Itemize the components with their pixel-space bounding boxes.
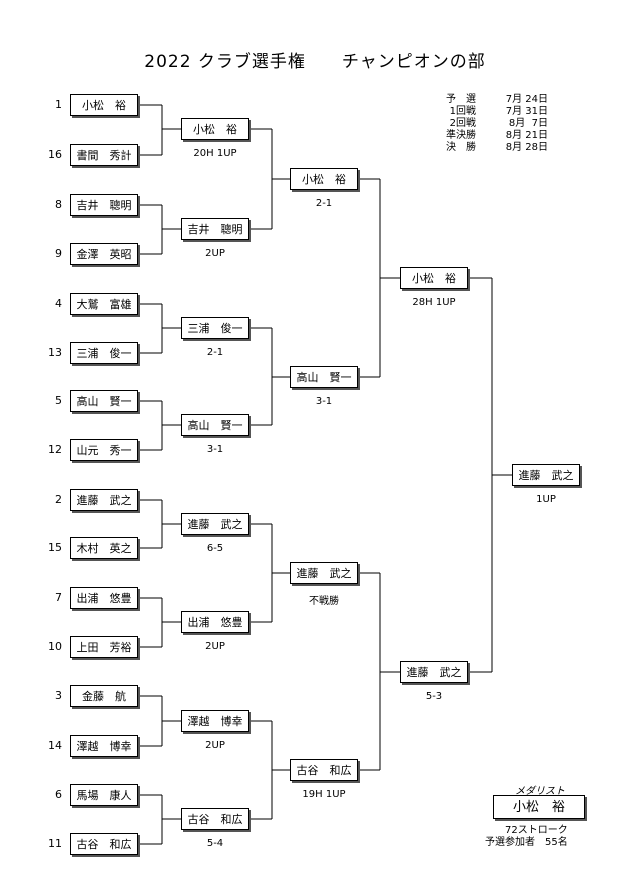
medalist-strokes: 72ストローク — [505, 825, 568, 836]
player-box: 木村 英之 — [70, 537, 138, 559]
page-title: 2022 クラブ選手権 チャンピオンの部 — [144, 52, 486, 72]
round2-score: 2UP — [205, 740, 225, 751]
round2-winner-box: 三浦 俊一 — [181, 317, 249, 339]
seed-number: 3 — [55, 689, 62, 702]
round3-score: 2-1 — [315, 198, 333, 209]
schedule-round: 準決勝 — [446, 130, 476, 141]
round2-winner-box: 澤越 博幸 — [181, 710, 249, 732]
player-box: 進藤 武之 — [70, 489, 138, 511]
player-box: 三浦 俊一 — [70, 342, 138, 364]
seed-number: 10 — [48, 640, 62, 653]
round2-score: 3-1 — [206, 444, 224, 455]
schedule-round: 2回戦 — [449, 118, 476, 129]
participants-count: 予選参加者 55名 — [485, 837, 568, 848]
seed-number: 12 — [48, 443, 62, 456]
semifinal-score: 5-3 — [425, 691, 443, 702]
round2-winner-box: 古谷 和広 — [181, 808, 249, 830]
player-box: 吉井 聰明 — [70, 194, 138, 216]
champion-box: 進藤 武之 — [512, 464, 580, 486]
seed-number: 7 — [55, 591, 62, 604]
round2-winner-box: 出浦 悠豊 — [181, 611, 249, 633]
player-box: 出浦 悠豊 — [70, 587, 138, 609]
seed-number: 1 — [55, 98, 62, 111]
schedule: 予 選 7月 24日 1回戦 7月 31日 2回戦 8月 7日 準決勝 8月 2… — [412, 94, 548, 154]
player-box: 上田 芳裕 — [70, 636, 138, 658]
schedule-row: 準決勝 8月 21日 — [412, 130, 548, 142]
player-box: 小松 裕 — [70, 94, 138, 116]
seed-number: 6 — [55, 788, 62, 801]
round3-winner-box: 小松 裕 — [290, 168, 358, 190]
round2-score: 2UP — [205, 641, 225, 652]
schedule-round: 1回戦 — [449, 106, 476, 117]
round2-winner-box: 吉井 聰明 — [181, 218, 249, 240]
player-box: 高山 賢一 — [70, 390, 138, 412]
semifinal-score: 28H 1UP — [412, 297, 456, 308]
round2-winner-box: 進藤 武之 — [181, 513, 249, 535]
round3-score: 19H 1UP — [302, 789, 346, 800]
round3-winner-box: 古谷 和広 — [290, 759, 358, 781]
round2-score: 6-5 — [206, 543, 224, 554]
seed-number: 13 — [48, 346, 62, 359]
player-box: 大鷲 富雄 — [70, 293, 138, 315]
seed-number: 9 — [55, 247, 62, 260]
round2-winner-box: 高山 賢一 — [181, 414, 249, 436]
seed-number: 4 — [55, 297, 62, 310]
schedule-row: 2回戦 8月 7日 — [412, 118, 548, 130]
round3-score: 不戦勝 — [309, 596, 339, 607]
schedule-row: 1回戦 7月 31日 — [412, 106, 548, 118]
player-box: 山元 秀一 — [70, 439, 138, 461]
semifinal-winner-box: 小松 裕 — [400, 267, 468, 289]
seed-number: 8 — [55, 198, 62, 211]
player-box: 古谷 和広 — [70, 833, 138, 855]
round3-score: 3-1 — [315, 396, 333, 407]
seed-number: 16 — [48, 148, 62, 161]
round2-score: 5-4 — [206, 838, 224, 849]
player-box: 書間 秀計 — [70, 144, 138, 166]
round2-score: 20H 1UP — [193, 148, 237, 159]
schedule-date: 8月 7日 — [508, 118, 548, 129]
medalist-box: 小松 裕 — [493, 795, 585, 819]
round3-winner-box: 高山 賢一 — [290, 366, 358, 388]
seed-number: 2 — [55, 493, 62, 506]
player-box: 馬場 康人 — [70, 784, 138, 806]
seed-number: 11 — [48, 837, 62, 850]
schedule-date: 7月 31日 — [505, 106, 548, 117]
schedule-row: 予 選 7月 24日 — [412, 94, 548, 106]
champion-score: 1UP — [536, 494, 556, 505]
schedule-round: 予 選 — [446, 94, 476, 105]
schedule-date: 8月 21日 — [505, 130, 548, 141]
schedule-date: 7月 24日 — [505, 94, 548, 105]
semifinal-winner-box: 進藤 武之 — [400, 661, 468, 683]
seed-number: 14 — [48, 739, 62, 752]
schedule-row: 決 勝 8月 28日 — [412, 142, 548, 154]
seed-number: 15 — [48, 541, 62, 554]
schedule-round: 決 勝 — [446, 142, 476, 153]
round2-winner-box: 小松 裕 — [181, 118, 249, 140]
schedule-date: 8月 28日 — [505, 142, 548, 153]
medalist-label: メダリスト — [515, 786, 565, 797]
round2-score: 2-1 — [206, 347, 224, 358]
player-box: 澤越 博幸 — [70, 735, 138, 757]
player-box: 金澤 英昭 — [70, 243, 138, 265]
player-box: 金藤 航 — [70, 685, 138, 707]
seed-number: 5 — [55, 394, 62, 407]
round2-score: 2UP — [205, 248, 225, 259]
round3-winner-box: 進藤 武之 — [290, 562, 358, 584]
